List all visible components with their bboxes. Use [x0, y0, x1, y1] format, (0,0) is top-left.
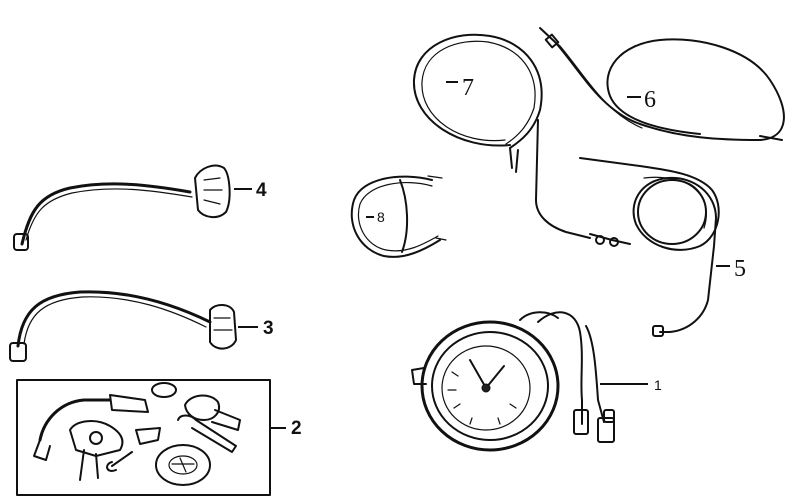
- callout-label-1: 1: [654, 377, 662, 393]
- callout-label-2: 2: [291, 418, 302, 439]
- part-7-cable: [412, 33, 631, 247]
- callout-label-5: 5: [734, 256, 746, 282]
- part-2-lock-set: [16, 379, 271, 496]
- callout-label-8: 8: [377, 209, 385, 225]
- part-5-cable: [579, 157, 720, 337]
- lock-set-box: [16, 379, 271, 496]
- callout-label-6: 6: [644, 87, 656, 113]
- part-6-cable: [539, 27, 785, 141]
- part-1-gauge-assembly: [411, 311, 615, 452]
- callout-label-4: 4: [256, 180, 267, 201]
- callout-label-7: 7: [462, 75, 474, 101]
- part-4-switch-assembly: [13, 164, 231, 251]
- callout-label-3: 3: [263, 318, 274, 339]
- part-3-switch-assembly: [9, 290, 237, 362]
- part-8-cable: [350, 175, 447, 258]
